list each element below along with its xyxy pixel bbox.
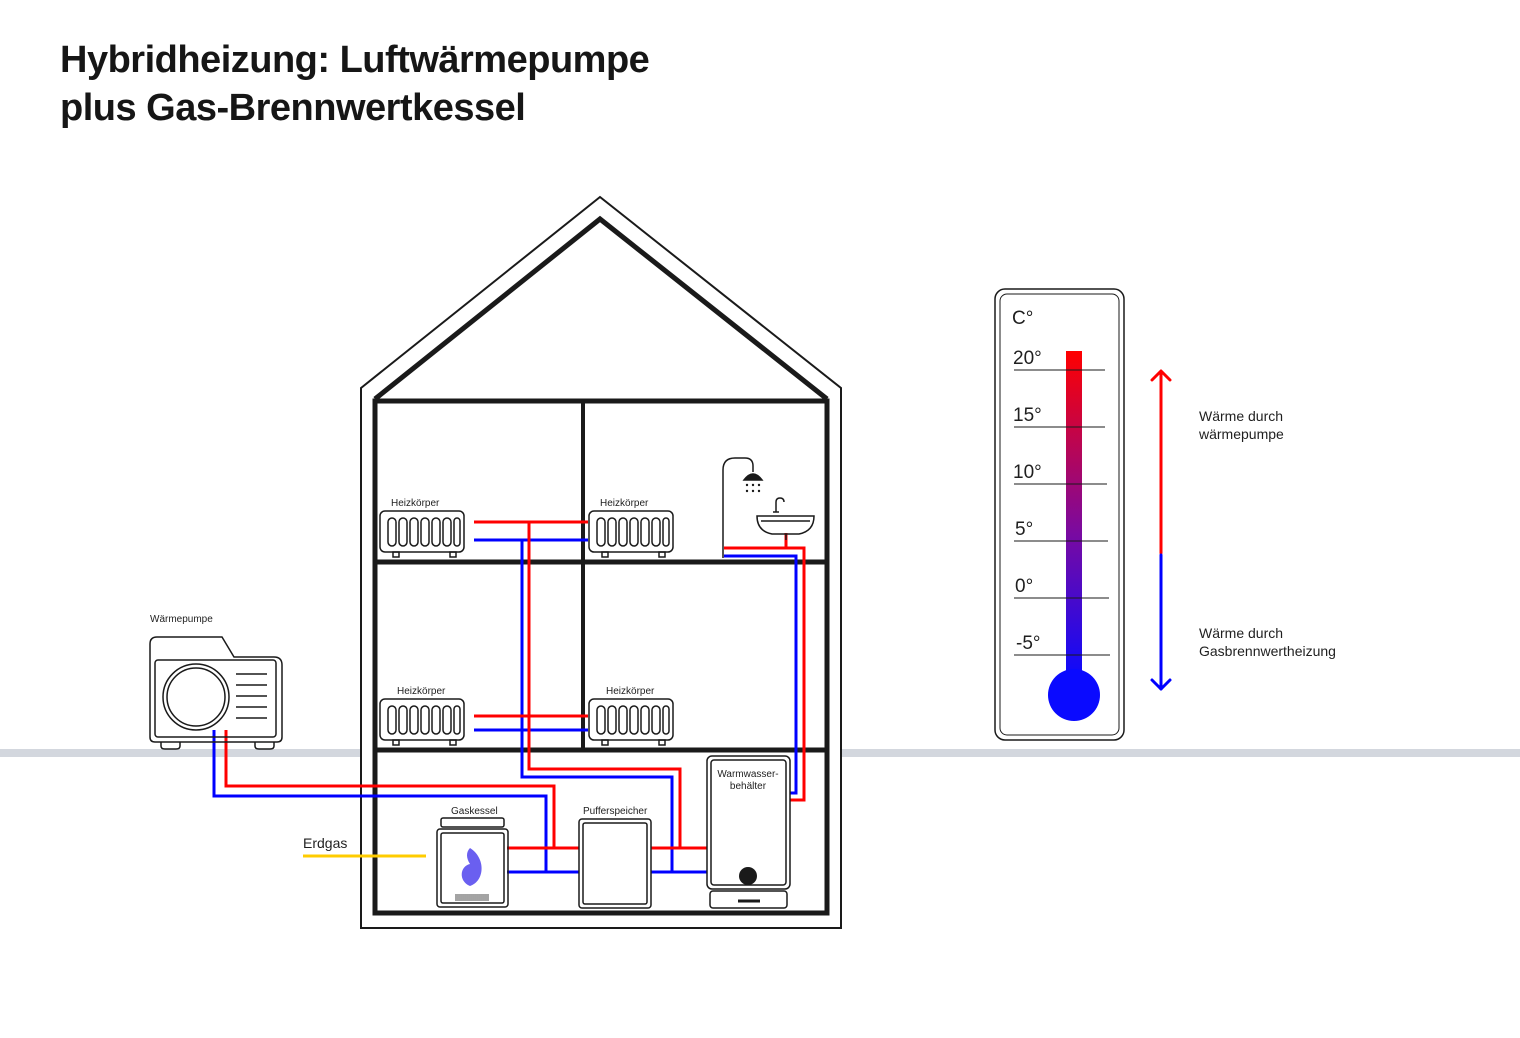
house-inner-frame [372, 398, 830, 916]
label-buffer-tank: Pufferspeicher [583, 806, 648, 817]
house [360, 195, 842, 929]
range-arrow [1150, 369, 1172, 691]
shower-icon [722, 457, 764, 558]
thermometer-frame [994, 288, 1125, 741]
pipe-cold-tank-bathroom [724, 554, 798, 795]
label-radiator-mid-right: Heizkörper [606, 686, 655, 697]
arrow-up-icon [1150, 369, 1172, 382]
ground-line [0, 749, 1520, 757]
thermometer-bulb [1048, 669, 1100, 721]
hot-water-tank [706, 755, 791, 909]
label-hot-water-tank-line1: Warmwasser- [717, 769, 778, 780]
flame-icon [461, 848, 482, 886]
heat-pump-range-label-line2: wärmepumpe [1198, 426, 1284, 442]
tank-indicator [739, 867, 757, 885]
tick-label-minus-5: -5° [1016, 633, 1041, 654]
label-gas-boiler: Gaskessel [451, 806, 498, 817]
radiator-mid-left [379, 698, 465, 746]
label-radiator-top-left: Heizkörper [391, 498, 440, 509]
pipe-hot-tank-bathroom [724, 546, 806, 802]
label-hot-water-tank-line2: behälter [730, 781, 767, 792]
buffer-tank [578, 818, 652, 909]
sink-icon [756, 497, 815, 540]
tick-label-20: 20° [1013, 348, 1042, 369]
radiator-mid-right [588, 698, 674, 746]
thermometer [994, 288, 1125, 741]
arrow-down-icon [1150, 678, 1172, 691]
radiator-top-right [588, 510, 674, 558]
heat-pump [149, 636, 283, 750]
title-line-2: plus Gas-Brennwertkessel [60, 87, 526, 129]
thermometer-unit: C° [1012, 308, 1033, 329]
pipe-hot-heat-pump [224, 730, 556, 848]
title-line-1: Hybridheizung: Luftwärmepumpe [60, 39, 650, 81]
label-radiator-top-right: Heizkörper [600, 498, 649, 509]
heat-pump-fan [162, 663, 230, 731]
label-natural-gas: Erdgas [303, 835, 347, 851]
gas-boiler [436, 817, 509, 908]
house-roof [373, 215, 829, 401]
tick-label-0: 0° [1015, 576, 1033, 597]
pipe-cold-main-riser [474, 538, 674, 872]
gas-range-label-line2: Gasbrennwertheizung [1199, 643, 1336, 659]
page-title: Hybridheizung: Luftwärmepumpe plus Gas-B… [60, 36, 650, 132]
heat-pump-range-label-line1: Wärme durch [1199, 408, 1283, 424]
tick-label-15: 15° [1013, 405, 1042, 426]
gas-range-label-line1: Wärme durch [1199, 625, 1283, 641]
label-heat-pump: Wärmepumpe [150, 614, 213, 625]
pipes [212, 520, 806, 874]
tick-label-5: 5° [1015, 519, 1033, 540]
radiator-top-left [379, 510, 465, 558]
thermometer-column [1066, 351, 1082, 681]
pipe-hot-main-riser [474, 520, 682, 848]
pipe-cold-heat-pump [212, 730, 548, 872]
tick-label-10: 10° [1013, 462, 1042, 483]
label-radiator-mid-left: Heizkörper [397, 686, 446, 697]
